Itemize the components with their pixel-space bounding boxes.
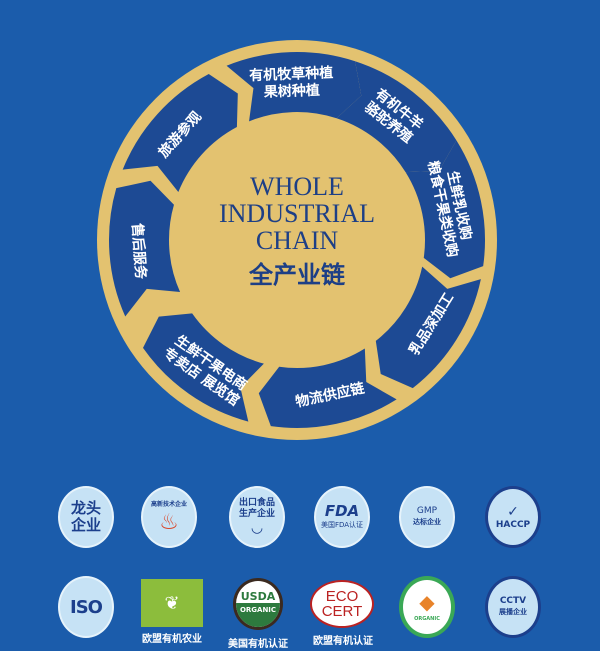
- center-chinese: 全产业链: [248, 261, 346, 289]
- industrial-chain-diagram: 有机牧草种植果树种植有机牛羊骆驼养殖生鲜乳收购粮食干果类收购乳品深加工物流供应链…: [97, 40, 497, 440]
- fda-logo: FDA: [324, 502, 360, 520]
- longtou-enterprise-badge: 龙头 企业: [58, 486, 114, 548]
- iso-logo: ISO: [70, 596, 103, 618]
- smile-arc-icon: ◡: [251, 520, 263, 536]
- badge-text: 生产企业: [238, 509, 275, 519]
- gmp-badge: GMP 达标企业: [399, 486, 455, 548]
- segment-line: 售后服务: [128, 222, 149, 281]
- fda-badge: FDA 美国FDA认证: [314, 486, 370, 548]
- badge-text: ORGANIC: [414, 615, 440, 622]
- badge-text: 企业: [70, 516, 101, 534]
- chain-segment: [142, 313, 264, 422]
- usda-label: 美国有机认证: [228, 639, 288, 650]
- iso-badge: ISO: [58, 576, 114, 638]
- chain-segment: [375, 266, 481, 389]
- chain-segment: [122, 74, 238, 193]
- cctv-logo: CCTV: [499, 596, 527, 606]
- badge-text: 美国FDA认证: [320, 521, 364, 529]
- eco-text: ECO: [325, 588, 359, 605]
- eu-organic-logo: ❦: [141, 579, 203, 627]
- organic-text: ORGANIC: [236, 602, 280, 627]
- gmp-logo: GMP: [416, 506, 438, 516]
- chain-segment-label: 售后服务: [128, 222, 149, 281]
- chain-segment-label: 有机牧草种植果树种植: [249, 64, 334, 101]
- china-organic-badge: ◆ ORGANIC: [399, 576, 455, 638]
- badge-text: 达标企业: [413, 518, 441, 526]
- cctv-badge: CCTV 展播企业: [485, 576, 541, 638]
- ecocert-logo: ECO CERT: [310, 580, 374, 628]
- badge-text: 高新技术企业: [150, 501, 187, 508]
- segment-line: 有机牧草种植: [249, 64, 334, 84]
- usda-text: USDA: [240, 589, 276, 603]
- cert-text: CERT: [321, 603, 363, 620]
- hightech-enterprise-badge: 高新技术企业 ♨: [141, 486, 197, 548]
- haccp-badge: ✓ HACCP: [485, 486, 541, 548]
- center-line2: INDUSTRIAL: [219, 199, 375, 228]
- chain-segment: [336, 61, 457, 173]
- center-line3: CHAIN: [256, 226, 339, 255]
- badge-text: 展播企业: [499, 608, 527, 616]
- badge-text: 龙头: [70, 499, 101, 517]
- eu-organic-label: 欧盟有机农业: [142, 634, 202, 645]
- segment-line: 果树种植: [263, 82, 321, 101]
- flame-icon: ♨: [159, 510, 179, 535]
- chain-segment: [405, 140, 486, 279]
- eu-leaf-icon: ❦: [164, 592, 180, 614]
- usda-organic-logo: USDA ORGANIC: [233, 578, 283, 630]
- center-line1: WHOLE: [250, 172, 344, 201]
- export-food-badge: 出口食品 生产企业 ◡: [229, 486, 285, 548]
- chain-segment: [226, 51, 362, 122]
- diamond-icon: ◆: [419, 589, 435, 614]
- chain-segment: [258, 348, 397, 429]
- chain-segment: [108, 180, 181, 317]
- ecocert-label: 欧盟有机认证: [313, 636, 373, 647]
- haccp-logo: HACCP: [495, 519, 531, 530]
- badge-text: 出口食品: [238, 498, 275, 508]
- checkmark-icon: ✓: [507, 503, 519, 520]
